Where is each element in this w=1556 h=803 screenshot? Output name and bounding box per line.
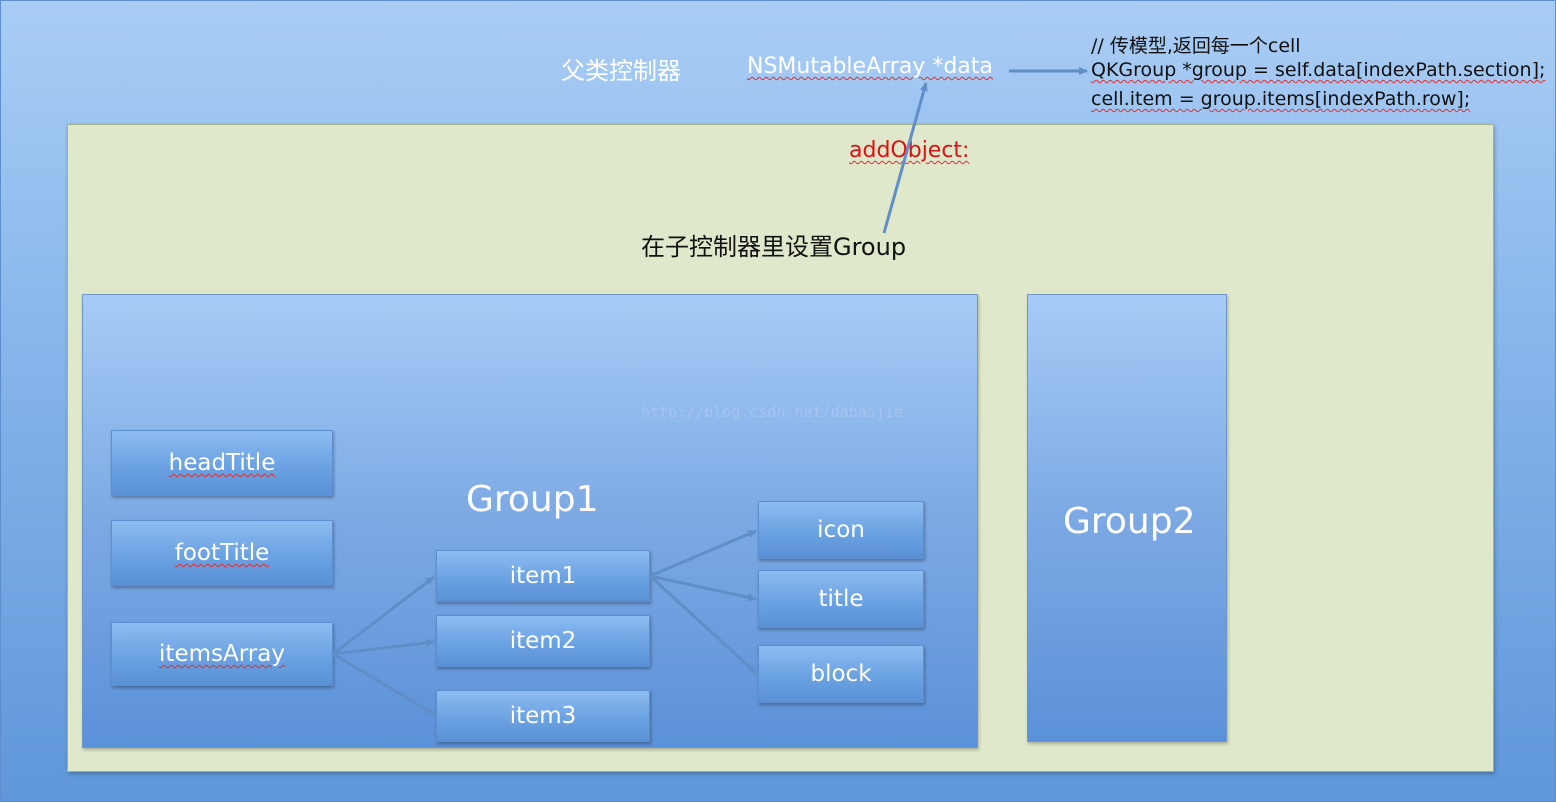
group1-title: Group1 [466, 479, 599, 520]
item2-label: item2 [509, 628, 577, 654]
group2-panel [1027, 294, 1227, 742]
foot-title-box: footTitle [111, 520, 333, 586]
head-title-label: headTitle [168, 450, 276, 476]
foot-title-label: footTitle [174, 540, 270, 566]
item1-label: item1 [509, 563, 577, 589]
head-title-box: headTitle [111, 430, 333, 496]
title-label: title [818, 586, 864, 612]
child-setup-label: 在子控制器里设置Group [641, 233, 907, 261]
block-label: block [810, 661, 872, 687]
arrow-items-to-item2 [332, 638, 435, 656]
item3-box: item3 [436, 690, 650, 742]
code-comment: // 传模型,返回每一个cell [1091, 35, 1301, 57]
group2-title: Group2 [1063, 501, 1196, 542]
code-line-cell: cell.item = group.items[indexPath.row]; [1091, 88, 1471, 110]
arrow-items-to-item1 [332, 575, 435, 656]
block-box: block [758, 645, 924, 703]
item3-label: item3 [509, 703, 577, 729]
items-array-label: itemsArray [159, 641, 285, 667]
items-array-box: itemsArray [111, 622, 333, 686]
parent-controller-label: 父类控制器 [561, 57, 681, 85]
item1-box: item1 [436, 550, 650, 602]
title-box: title [758, 570, 924, 628]
icon-box: icon [758, 501, 924, 559]
watermark: http://blog.csdn.net/dabaojie [641, 403, 903, 421]
arrow-item1-to-block [648, 574, 758, 675]
item2-box: item2 [436, 615, 650, 667]
arrow-item1-to-title [649, 574, 757, 602]
data-array-declaration: NSMutableArray *data [747, 54, 993, 79]
icon-label: icon [817, 517, 865, 543]
arrow-add-object [882, 82, 928, 234]
arrow-items-to-item3 [332, 652, 435, 716]
arrow-item1-to-icon [649, 529, 757, 578]
code-line-group: QKGroup *group = self.data[indexPath.sec… [1091, 59, 1546, 81]
